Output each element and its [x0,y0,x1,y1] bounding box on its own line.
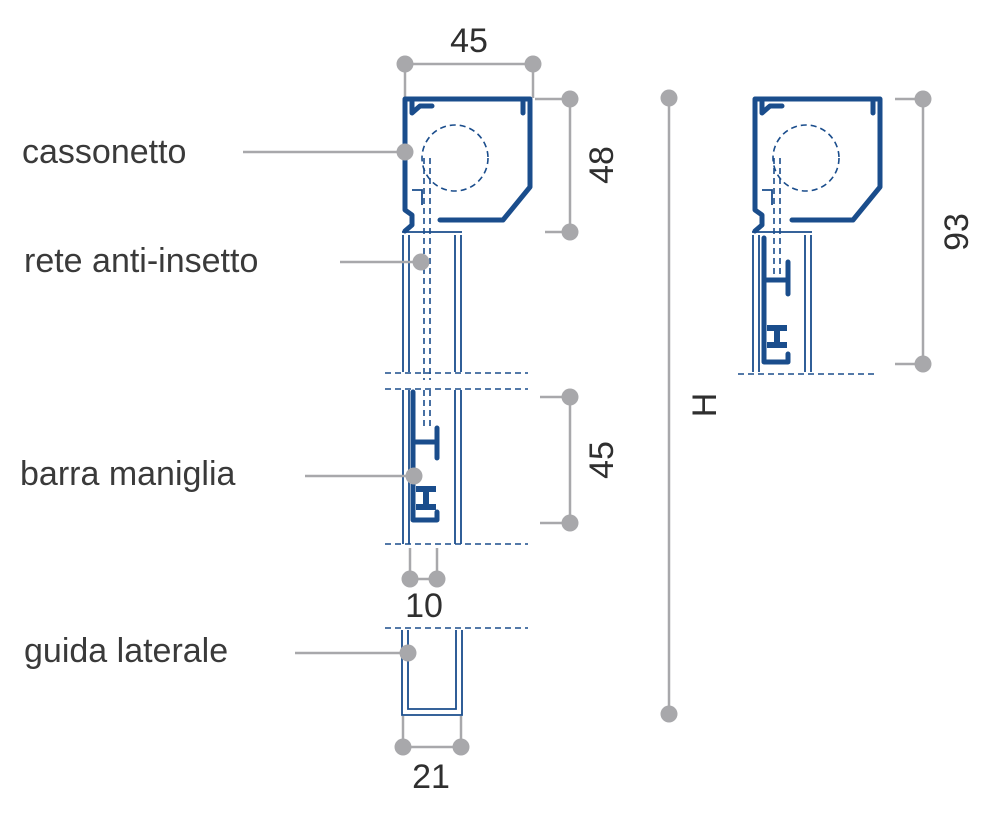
dimension-total-height-label: H [686,393,724,418]
dimension-guide-width-label: 21 [412,758,450,796]
dimension-total-height: H [660,89,724,723]
label-barra: barra maniglia [20,455,236,493]
dimension-compact-height: 93 [895,90,976,373]
cassonetto-profile [402,96,533,380]
label-cassonetto: cassonetto [22,133,186,171]
dimension-bar-width-label: 10 [405,587,443,625]
label-guida-group: guida laterale [24,632,417,670]
guida-laterale-profile [385,627,528,716]
dimension-compact-height-label: 93 [938,213,976,251]
label-rete-group: rete anti-insetto [24,242,430,280]
label-barra-group: barra maniglia [20,455,423,493]
dimension-box-width: 45 [396,22,542,98]
label-rete: rete anti-insetto [24,242,258,280]
dimension-box-height: 48 [535,90,621,241]
label-cassonetto-group: cassonetto [22,133,414,171]
rete-guide-profile [385,231,528,374]
barra-maniglia-profile [385,388,528,545]
dimension-bar-width: 10 [401,548,446,625]
dimension-bar-height: 45 [540,388,621,532]
dimension-box-height-label: 48 [583,146,621,184]
label-guida: guida laterale [24,632,228,670]
dimension-box-width-label: 45 [450,22,488,60]
dimension-guide-width: 21 [394,716,470,796]
dimension-bar-height-label: 45 [583,441,621,479]
compact-view-profile [738,96,883,375]
